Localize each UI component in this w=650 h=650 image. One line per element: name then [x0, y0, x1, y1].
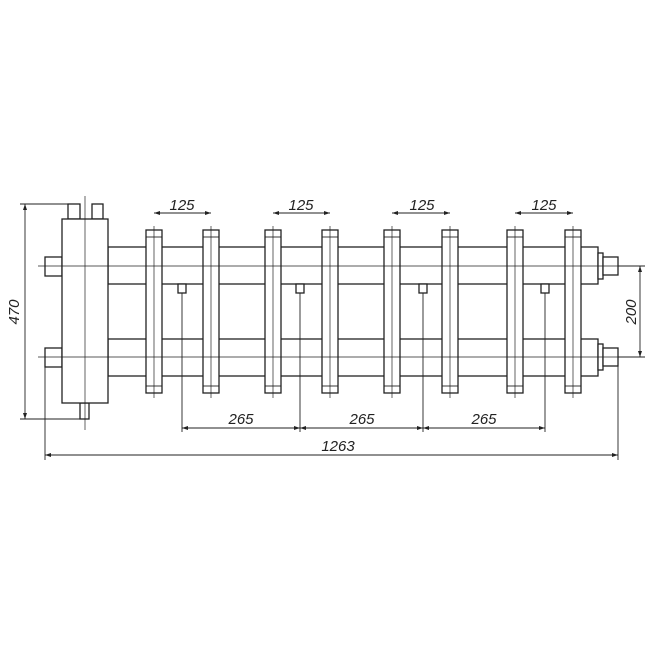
dimension-arrow: [515, 211, 521, 215]
dim-125-3: 125: [409, 197, 435, 214]
dimension-arrow: [612, 453, 618, 457]
dim-265-1: 265: [227, 411, 254, 428]
air-vent-stub: [91, 203, 104, 220]
dimension-arrow: [638, 351, 642, 357]
dimension-arrow: [392, 211, 398, 215]
dim-470: 470: [6, 299, 23, 325]
dimension-arrow: [23, 413, 27, 419]
dim-125-2: 125: [288, 197, 314, 214]
sensor-sleeve: [295, 283, 305, 294]
sensor-sleeve: [418, 283, 428, 294]
dimension-arrow: [423, 426, 429, 430]
dimension-arrow: [273, 211, 279, 215]
dimensions: [20, 203, 645, 460]
dimension-arrow: [45, 453, 51, 457]
dimension-arrow: [294, 426, 300, 430]
sensor-sleeve: [177, 283, 187, 294]
dim-265-2: 265: [348, 411, 375, 428]
dim-200: 200: [623, 299, 640, 326]
dimension-arrow: [182, 426, 188, 430]
dimension-arrow: [417, 426, 423, 430]
dimension-arrow: [154, 211, 160, 215]
drain-stub: [79, 402, 90, 420]
dim-1263: 1263: [321, 438, 355, 455]
dimension-arrow: [444, 211, 450, 215]
air-vent-stub: [67, 203, 81, 220]
dimension-arrow: [539, 426, 545, 430]
dim-265-3: 265: [470, 411, 497, 428]
manifold-body: [38, 196, 630, 430]
return-bar: [107, 338, 599, 377]
dim-125-1: 125: [169, 197, 195, 214]
dimension-arrow: [23, 204, 27, 210]
dimension-arrow: [324, 211, 330, 215]
dimension-arrow: [205, 211, 211, 215]
separator-stub-bottom: [44, 347, 63, 368]
sensor-sleeve: [540, 283, 550, 294]
dimension-arrow: [567, 211, 573, 215]
dimension-arrow: [300, 426, 306, 430]
supply-bar: [107, 246, 599, 285]
separator-stub-top: [44, 256, 63, 277]
dim-125-4: 125: [531, 197, 557, 214]
dimension-arrow: [638, 266, 642, 272]
